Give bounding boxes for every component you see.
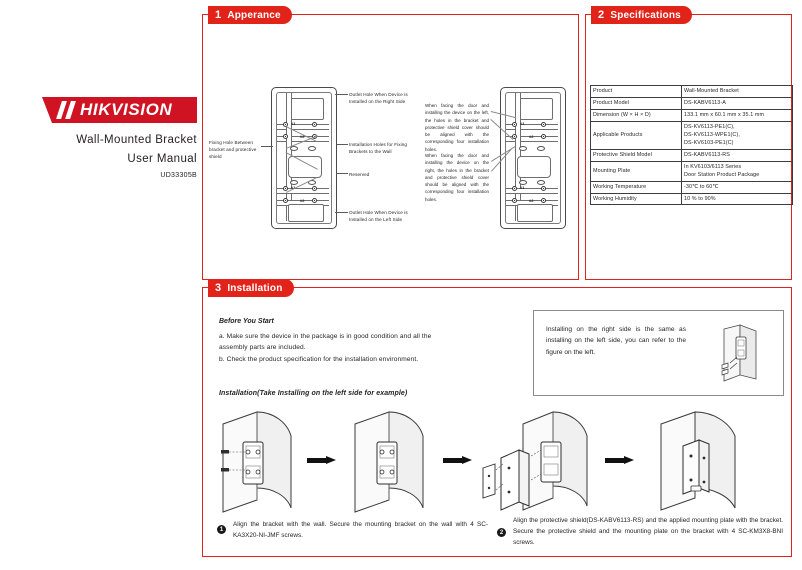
- spec-value: DS-KABV6113-RS: [681, 148, 793, 162]
- hole-tag-a: #1: [291, 121, 296, 126]
- table-row: Product Model DS-KABV6113-A: [590, 96, 793, 110]
- spec-value-line: DS-KV6113-PE1(C),: [684, 124, 735, 131]
- spec-key: Dimension (W × H × D): [590, 108, 682, 122]
- before-step-a: a. Make sure the device in the package i…: [219, 333, 432, 340]
- table-row: Product Wall-Mounted Bracket: [590, 85, 793, 98]
- document-code: UD33305B: [160, 172, 197, 179]
- installation-panel: 3 Installation Before You Start a. Make …: [202, 279, 792, 557]
- step-number-1: 1: [217, 525, 226, 534]
- hole-tag-b2: #2: [300, 198, 305, 203]
- logo-text: HIKVISION: [80, 100, 173, 119]
- hikvision-logo: HIKVISION: [42, 97, 197, 123]
- table-row: Applicable Products DS-KV6113-PE1(C), DS…: [590, 120, 793, 150]
- spec-value: In KV6103/6113 Series Door Station Produ…: [681, 160, 793, 182]
- spec-key: Product Model: [590, 96, 682, 110]
- annotation-reserved: Reserved: [349, 172, 370, 177]
- hole-tag-a3: #1: [520, 121, 525, 126]
- section-tab-specifications: 2 Specifications: [591, 6, 692, 24]
- note-left-install: When facing the door and installing the …: [425, 103, 489, 152]
- hole-tag-b3: #2: [529, 134, 534, 139]
- spec-value: DS-KV6113-PE1(C), DS-KV6113-WPE1(C), DS-…: [681, 120, 793, 150]
- spec-key: Applicable Products: [590, 120, 682, 150]
- note-right-install: When facing the door and installing the …: [425, 153, 489, 202]
- section-label: Specifications: [610, 9, 681, 21]
- section-tab-installation: 3 Installation: [208, 279, 294, 297]
- section-label: Installation: [227, 282, 283, 294]
- spec-key: Working Temperature: [590, 180, 682, 194]
- spec-value-line: In KV6103/6113 Series: [684, 164, 742, 171]
- spec-value: -30℃ to 60℃: [681, 180, 793, 194]
- table-row: Mounting Plate In KV6103/6113 Series Doo…: [590, 160, 793, 182]
- spec-value: Wall-Mounted Bracket: [681, 85, 793, 98]
- spec-key: Product: [590, 85, 682, 98]
- hole-tag-b: #2: [300, 134, 305, 139]
- section-number: 2: [598, 9, 605, 21]
- appearance-panel: 1 Apperance #1 #2 #1: [202, 6, 579, 280]
- table-row: Protective Shield Model DS-KABV6113-RS: [590, 148, 793, 162]
- step-caption-1: Align the bracket with the wall. Secure …: [233, 521, 488, 539]
- spec-key: Protective Shield Model: [590, 148, 682, 162]
- annotation-fixing-hole: Fixing Hole Between bracket and protecti…: [209, 140, 257, 160]
- before-you-start-heading: Before You Start: [219, 318, 274, 325]
- spec-key: Mounting Plate: [590, 160, 682, 182]
- spec-value: 133.1 mm x 60.1 mm x 35.1 mm: [681, 108, 793, 122]
- arrow-1: [307, 456, 337, 465]
- bracket-front-view: #1 #2 #1 #2: [271, 87, 337, 229]
- hole-tag-a4: #1: [520, 185, 525, 190]
- specifications-table: Product Wall-Mounted Bracket Product Mod…: [590, 85, 793, 206]
- table-row: Dimension (W × H × D) 133.1 mm x 60.1 mm…: [590, 108, 793, 122]
- figure-step-2a: [479, 406, 597, 518]
- figure-step-1b: [349, 408, 435, 518]
- section-label: Apperance: [227, 9, 281, 21]
- annotation-outlet-left: Outlet Hole When Device is Installed on …: [349, 210, 408, 223]
- figure-step-2b: [647, 406, 751, 518]
- section-number: 3: [215, 282, 222, 294]
- logo-slashes-icon: [52, 97, 80, 123]
- table-row: Working Humidity 10 % to 90%: [590, 192, 793, 206]
- spec-value-line: Door Station Product Package: [684, 172, 760, 179]
- step-number-2: 2: [497, 528, 506, 537]
- spec-value: DS-KABV6113-A: [681, 96, 793, 110]
- spec-value: 10 % to 90%: [681, 192, 793, 206]
- annotation-outlet-right: Outlet Hole When Device is Installed on …: [349, 92, 408, 105]
- section-tab-appearance: 1 Apperance: [208, 6, 292, 24]
- before-step-a-cont: assembly parts are included.: [219, 344, 306, 351]
- page-title: Wall-Mounted Bracket: [76, 134, 197, 146]
- installation-subtitle: Installation(Take Installing on the left…: [219, 390, 408, 397]
- specifications-panel: 2 Specifications Product Wall-Mounted Br…: [585, 6, 793, 280]
- before-step-b: b. Check the product specification for t…: [219, 356, 419, 363]
- note-illustration: [710, 323, 774, 387]
- figure-step-1a: [217, 408, 303, 518]
- annotation-installation-holes: Installation Holes for Fixing Brackets t…: [349, 142, 408, 155]
- spec-value-line: DS-KV6103-PE1(C): [684, 140, 734, 147]
- table-row: Working Temperature -30℃ to 60℃: [590, 180, 793, 194]
- hole-tag-b4: #2: [529, 198, 534, 203]
- spec-value-line: DS-KV6113-WPE1(C),: [684, 132, 740, 139]
- right-side-note-box: Installing on the right side is the same…: [533, 310, 784, 396]
- arrow-3: [605, 456, 635, 465]
- bracket-shield-view: #1 #2 #1 #2: [500, 87, 566, 229]
- right-side-note-text: Installing on the right side is the same…: [546, 326, 686, 356]
- step-caption-2: Align the protective shield(DS-KABV6113-…: [513, 517, 783, 546]
- spec-key: Working Humidity: [590, 192, 682, 206]
- section-number: 1: [215, 9, 222, 21]
- arrow-2: [443, 456, 473, 465]
- cover-block: HIKVISION Wall-Mounted Bracket User Manu…: [0, 0, 202, 280]
- page-subtitle: User Manual: [127, 153, 197, 165]
